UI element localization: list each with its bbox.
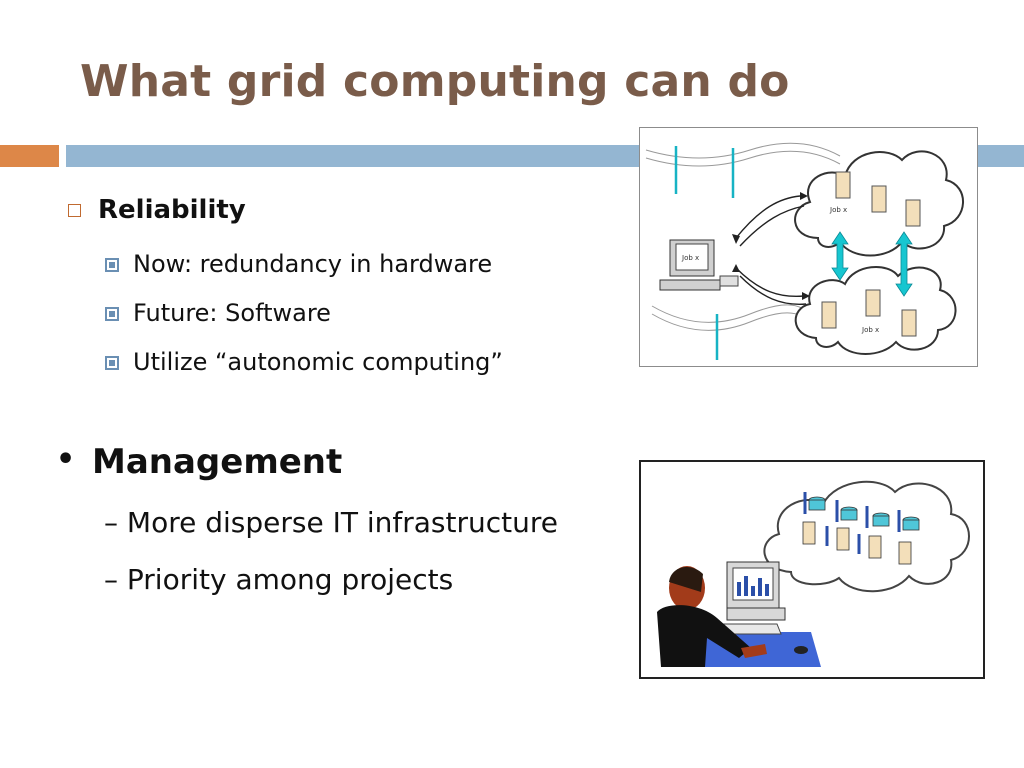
reliability-item-text: Now: redundancy in hardware (133, 250, 493, 278)
management-clipart-svg (657, 480, 970, 667)
bullet-dot-icon: • (56, 442, 76, 477)
reliability-item-text: Future: Software (133, 299, 331, 327)
reliability-heading-text: Reliability (98, 195, 246, 225)
reliability-heading: Reliability (68, 195, 246, 225)
job-label: Job x (829, 206, 847, 214)
accent-bar-orange (0, 145, 59, 167)
reliability-item: Utilize “autonomic computing” (105, 348, 503, 376)
slide-title: What grid computing can do (80, 56, 790, 107)
dash-bullet: – (104, 506, 127, 539)
management-item-text: Priority among projects (126, 563, 454, 596)
square-bullet-icon (105, 307, 119, 321)
job-label: Job x (861, 326, 879, 334)
hollow-square-bullet-icon (68, 204, 81, 217)
reliability-item-text: Utilize “autonomic computing” (133, 348, 503, 376)
square-bullet-icon (105, 258, 119, 272)
square-bullet-icon (105, 356, 119, 370)
management-heading: • Management (56, 442, 343, 482)
dash-bullet: – (104, 563, 127, 596)
job-label: Job x (681, 254, 699, 262)
management-item: – More disperse IT infrastructure (104, 506, 558, 539)
grid-diagram-image: Job x Job x Job x (639, 127, 978, 367)
management-clipart-image (639, 460, 985, 679)
management-item: – Priority among projects (104, 563, 453, 596)
grid-diagram-svg: Job x Job x Job x (645, 142, 964, 360)
management-heading-text: Management (92, 442, 343, 482)
management-item-text: More disperse IT infrastructure (126, 506, 558, 539)
reliability-item: Now: redundancy in hardware (105, 250, 493, 278)
reliability-item: Future: Software (105, 299, 331, 327)
